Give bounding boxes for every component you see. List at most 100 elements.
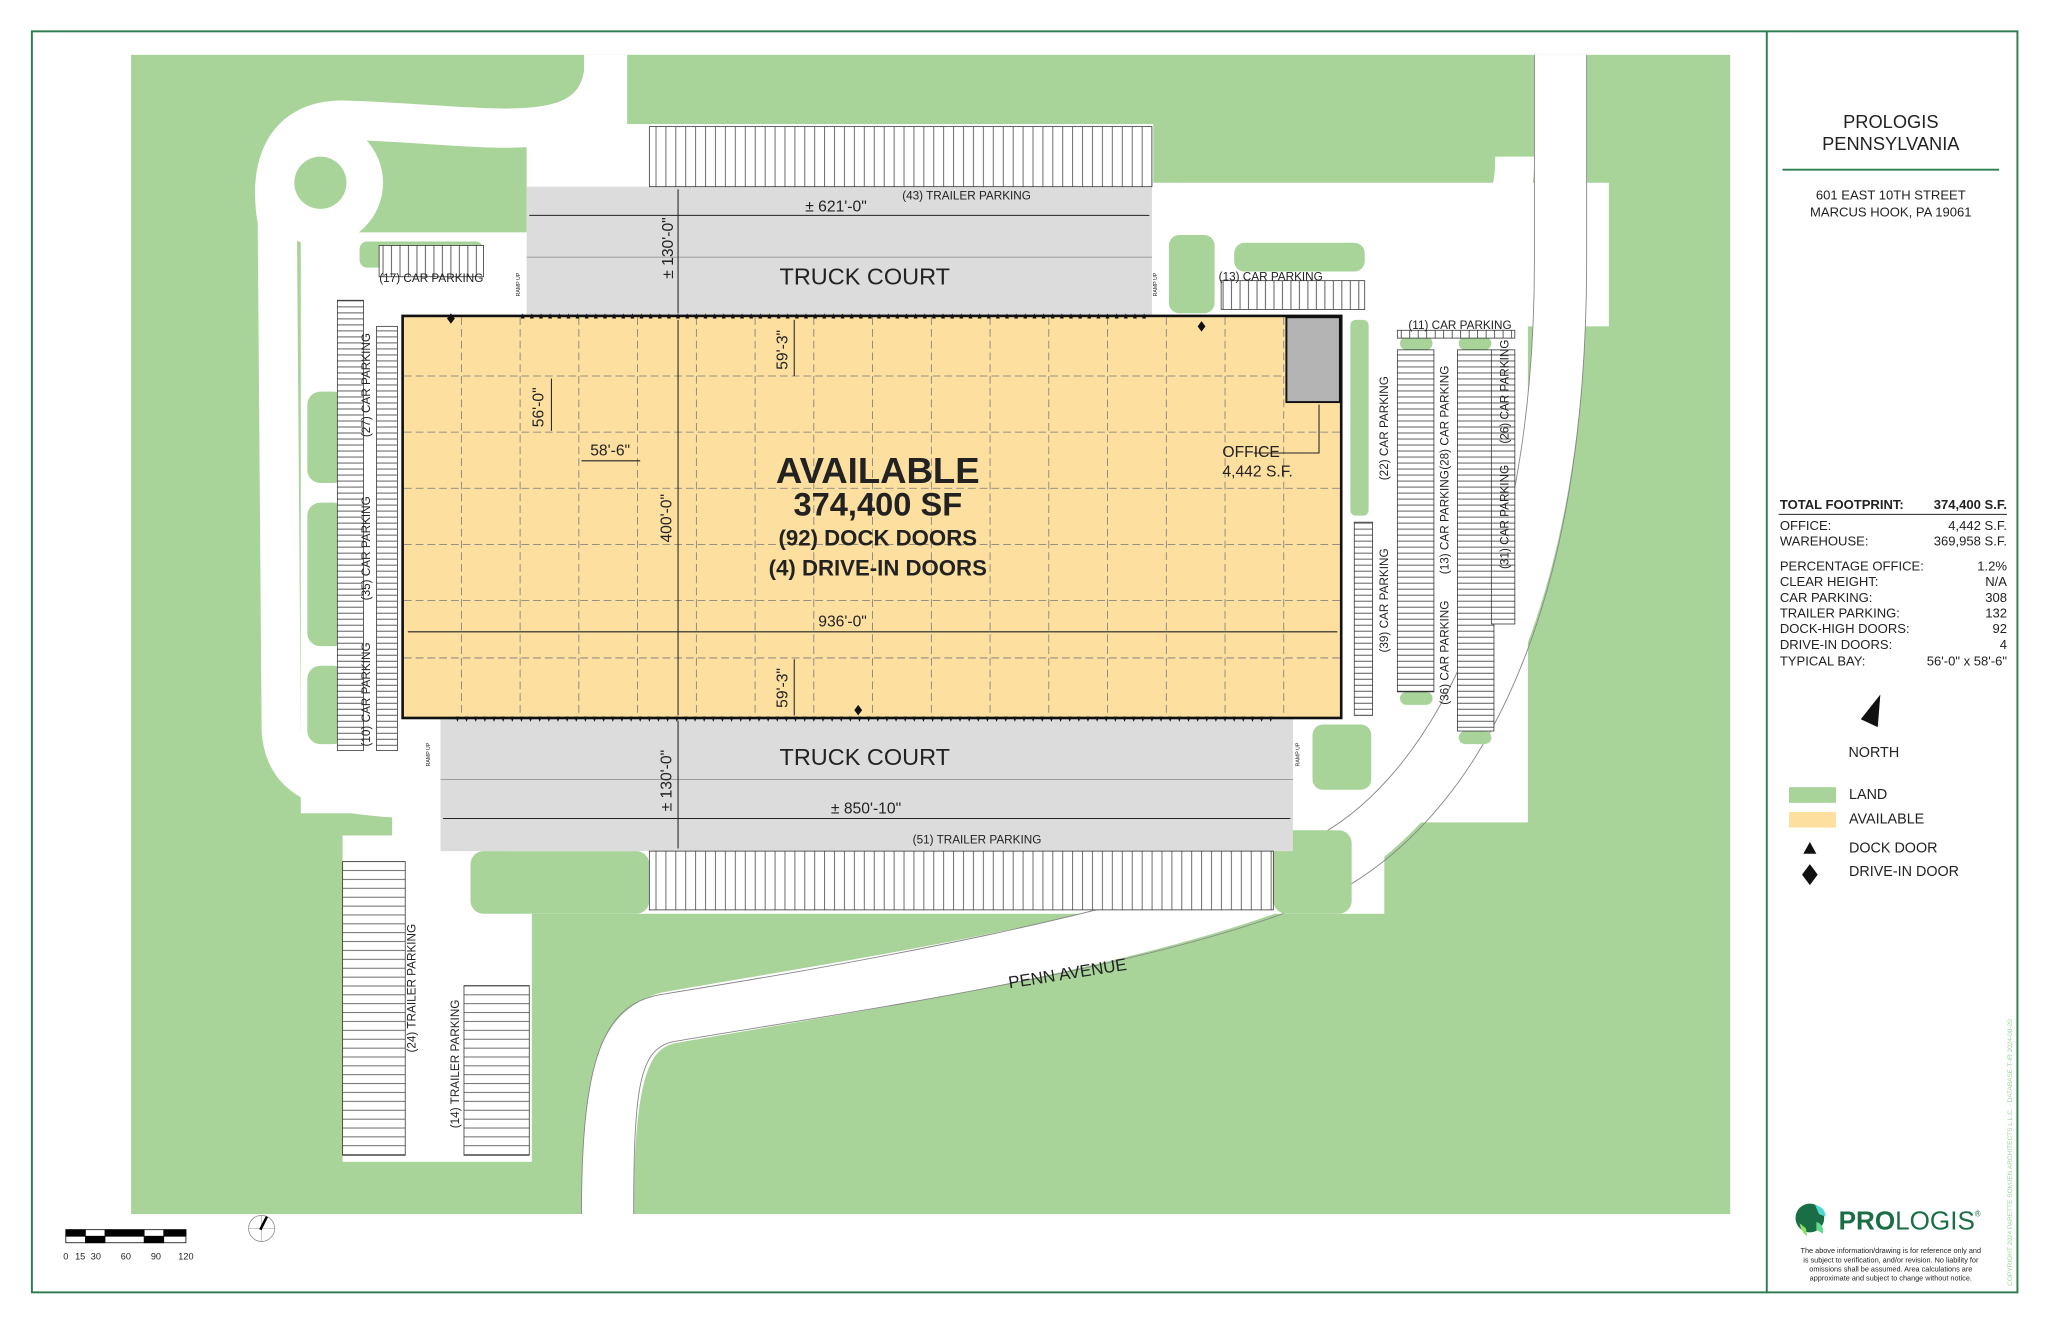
dock-door-icon xyxy=(967,716,972,722)
dock-door-icon xyxy=(1095,716,1100,722)
dock-door-icon xyxy=(994,716,999,722)
dock-door-icon xyxy=(501,716,506,722)
project-title-line2: PENNSYLVANIA xyxy=(1822,133,1960,154)
parking-stalls xyxy=(336,126,1516,1156)
dock-door-icon xyxy=(1186,716,1191,722)
car-parking-28-label: (28) CAR PARKING xyxy=(1438,366,1451,470)
car-parking-26-label: (26) CAR PARKING xyxy=(1498,340,1511,444)
dock-door-icon xyxy=(840,313,845,319)
dock-door-icon xyxy=(566,313,571,319)
dock-door-icon xyxy=(1149,716,1154,722)
dock-door-icon xyxy=(740,313,744,319)
dock-door-icon xyxy=(1114,313,1119,319)
dock-door-icon xyxy=(510,716,515,722)
dock-door-icon xyxy=(1168,716,1173,722)
dock-door-icon xyxy=(703,313,708,319)
scale-tick-label: 60 xyxy=(121,1252,131,1262)
dock-door-icon xyxy=(712,313,717,319)
ramp-up-label: RAMP UP xyxy=(426,742,432,766)
prologis-logo: PROLOGIS® xyxy=(1795,1203,1981,1237)
office-area[interactable] xyxy=(1285,316,1341,404)
dock-door-icon xyxy=(757,716,761,722)
dock-door-icon xyxy=(802,716,807,722)
dock-door-icon xyxy=(537,716,542,722)
dock-door-icon xyxy=(693,716,697,722)
legend-drive-in-door-label: DRIVE-IN DOOR xyxy=(1849,864,1959,880)
dock-door-icon xyxy=(894,716,899,722)
stat-label: WAREHOUSE: xyxy=(1780,534,1869,549)
dock-door-icon xyxy=(702,716,707,722)
building-depth-dimension: 400'-0" xyxy=(659,494,676,543)
total-footprint-value: 374,400 S.F. xyxy=(1934,497,2007,512)
dock-door-icon xyxy=(621,313,626,319)
bottom-truck-court-label: TRUCK COURT xyxy=(779,744,949,770)
dock-door-icon xyxy=(830,716,835,722)
stat-value: 56'-0" x 58'-6" xyxy=(1927,654,2008,669)
dock-door-icon xyxy=(747,716,752,722)
dock-door-icon xyxy=(630,313,635,319)
dock-door-icon xyxy=(593,313,598,319)
bottom-width-dimension: ± 850'-10" xyxy=(831,800,901,817)
dock-door-icon xyxy=(1223,716,1227,722)
dock-door-icon xyxy=(941,313,946,319)
dock-door-icon xyxy=(995,313,1000,319)
available-swatch-icon xyxy=(1788,811,1836,828)
project-title-line1: PROLOGIS xyxy=(1843,111,1938,132)
stat-label: TYPICAL BAY: xyxy=(1780,654,1866,669)
dock-door-icon xyxy=(473,716,478,722)
dock-door-icon xyxy=(656,716,661,722)
dock-door-icon xyxy=(601,716,606,722)
stat-value: 1.2% xyxy=(1977,558,2007,573)
building-footprint[interactable] xyxy=(401,314,1343,720)
drive-in-door-icon xyxy=(447,313,455,324)
dock-doors xyxy=(447,313,1273,722)
dock-door-icon xyxy=(922,313,927,319)
dock-door-icon xyxy=(868,313,872,319)
dock-door-icon xyxy=(592,716,597,722)
address-line2: MARCUS HOOK, PA 19061 xyxy=(1810,205,1971,220)
dock-door-icon xyxy=(821,716,825,722)
stats-table: OFFICE:4,442 S.F.WAREHOUSE:369,958 S.F.P… xyxy=(1780,518,2008,669)
dock-door-icon xyxy=(912,716,917,722)
stat-label: DOCK-HIGH DOORS: xyxy=(1780,621,1910,636)
dock-door-icon xyxy=(950,313,955,319)
stat-value: N/A xyxy=(1985,574,2007,589)
end-bay-top-dimension: 59'-3" xyxy=(775,330,792,370)
dock-door-icon xyxy=(548,313,553,319)
dock-door-icon xyxy=(1140,716,1145,722)
dock-door-icon xyxy=(849,313,854,319)
car-parking-27-label: (27) CAR PARKING xyxy=(360,333,373,437)
dock-door-icon xyxy=(784,716,789,722)
north-label: NORTH xyxy=(1848,745,1899,761)
dock-door-icon xyxy=(1076,716,1081,722)
stat-value: 92 xyxy=(1992,621,2007,636)
drive-in-door-diamond-icon xyxy=(1802,864,1818,886)
dock-door-icon xyxy=(958,716,962,722)
office-label: OFFICE xyxy=(1222,444,1279,461)
dock-door-icon xyxy=(977,313,982,319)
dock-door-icon xyxy=(1058,716,1063,722)
dock-door-icon xyxy=(1031,716,1036,722)
total-footprint-label: TOTAL FOOTPRINT: xyxy=(1780,497,1904,512)
dock-door-icon xyxy=(749,313,754,319)
car-parking-36-label: (36) CAR PARKING xyxy=(1438,601,1451,705)
scale-tick-label: 120 xyxy=(178,1252,193,1262)
dock-door-icon xyxy=(985,716,990,722)
top-width-dimension: ± 621'-0" xyxy=(805,198,867,215)
copyright-notice: COPYRIGHT 2024 PARETTE SOMJEN ARCHITECTS… xyxy=(2007,1019,2014,1286)
dock-door-icon xyxy=(776,313,781,319)
stat-value: 132 xyxy=(1985,605,2007,620)
dock-door-icon xyxy=(1195,716,1200,722)
dock-door-icon xyxy=(1059,313,1064,319)
land-swatch-icon xyxy=(1788,787,1836,803)
dock-door-icon xyxy=(921,716,926,722)
stat-value: 369,958 S.F. xyxy=(1934,534,2007,549)
bottom-court-depth: ± 130'-0" xyxy=(659,750,676,812)
dock-door-icon xyxy=(584,313,589,319)
dock-door-icon xyxy=(1078,313,1083,319)
dock-door-icon xyxy=(804,313,808,319)
top-trailer-parking-label: (43) TRAILER PARKING xyxy=(902,190,1031,203)
building-length-dimension: 936'-0" xyxy=(818,614,867,631)
dock-door-icon xyxy=(729,716,734,722)
